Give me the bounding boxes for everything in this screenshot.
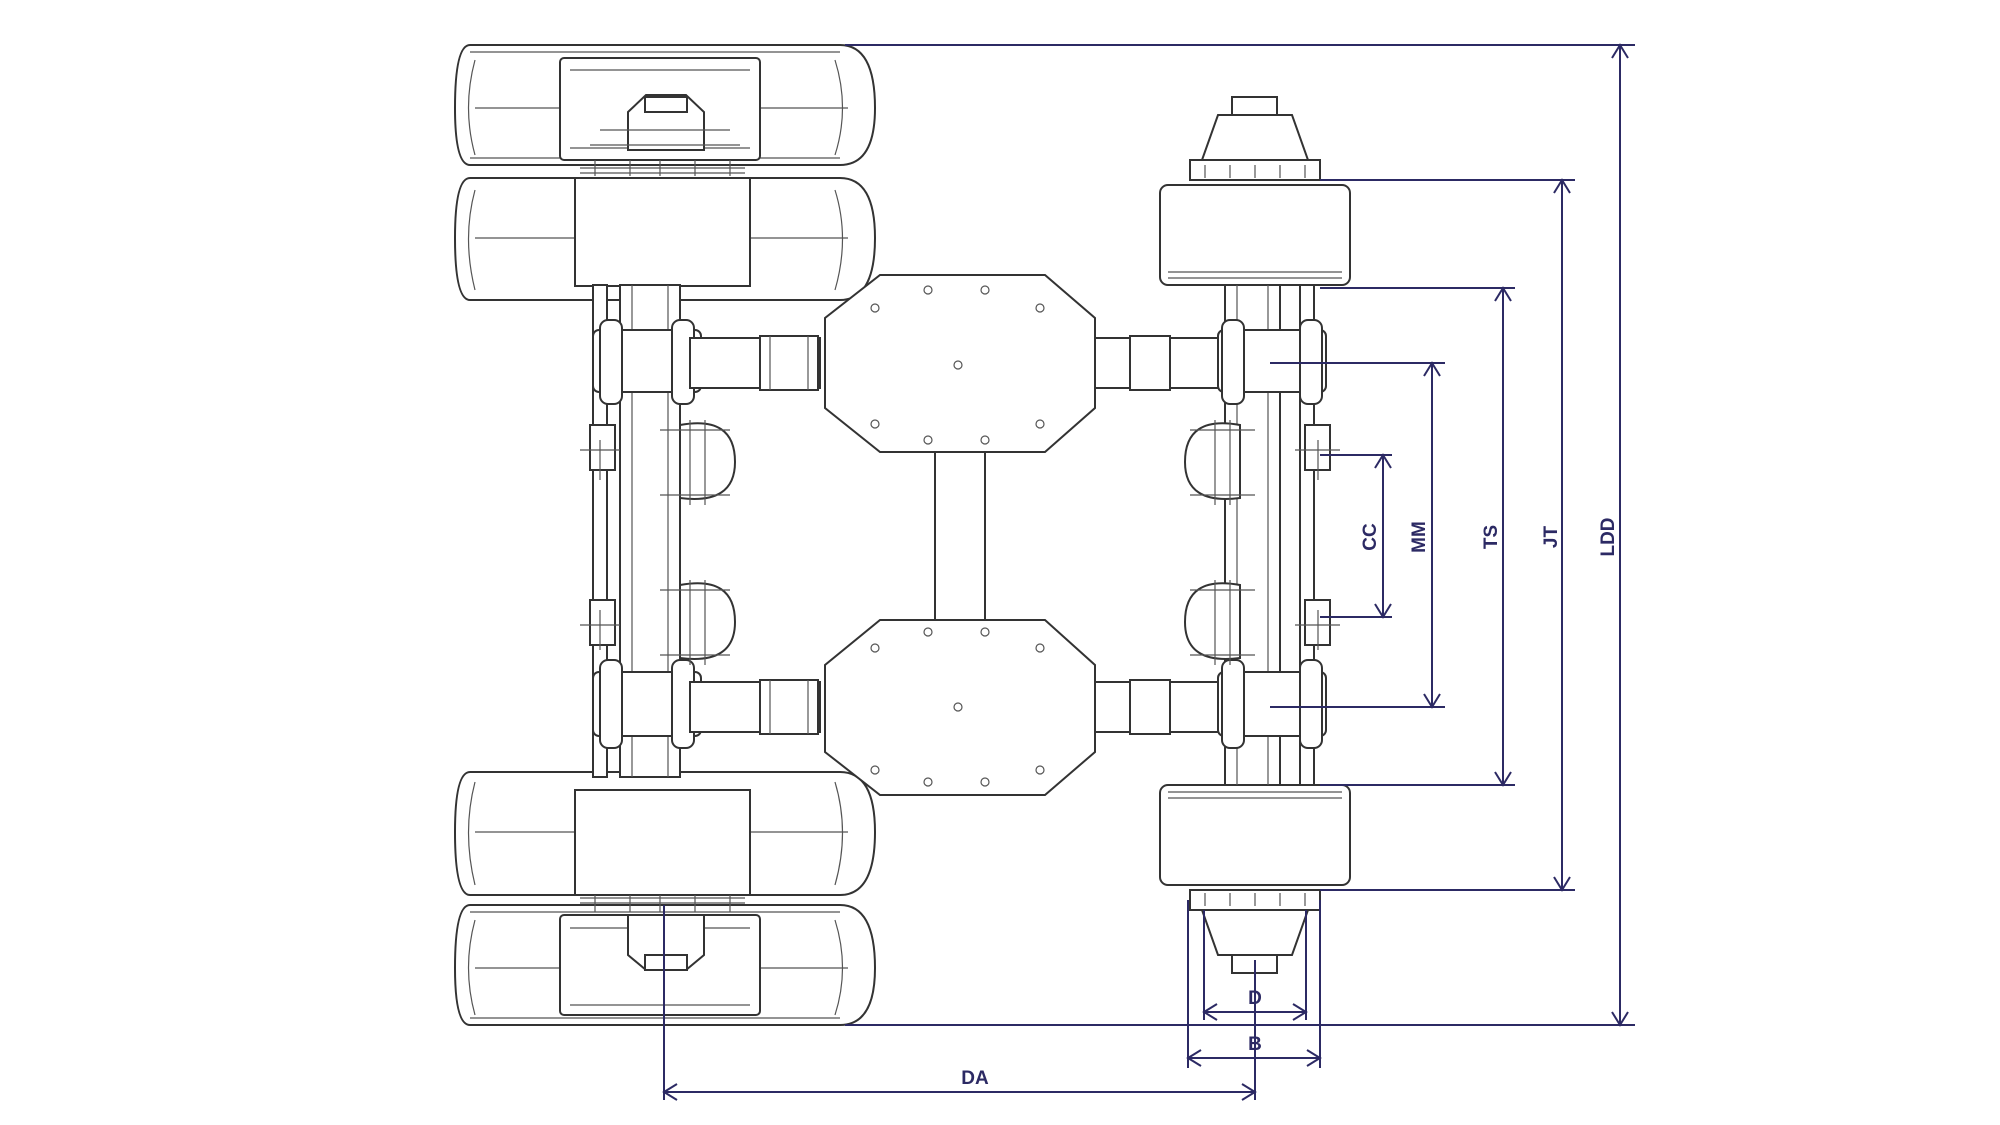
left-axle-assembly — [453, 44, 877, 1026]
right-upper-air-spring — [1183, 420, 1340, 505]
label-mm: MM — [1409, 521, 1430, 553]
lower-frame-plate — [824, 619, 1096, 796]
upper-frame-plate — [824, 274, 1096, 453]
left-upper-hanger — [592, 319, 821, 405]
label-d: D — [1248, 988, 1262, 1009]
label-b: B — [1248, 1034, 1262, 1055]
label-ldd: LDD — [1598, 517, 1619, 556]
left-lower-air-spring — [580, 580, 737, 665]
left-upper-air-spring — [580, 420, 737, 505]
frame-connector — [934, 451, 986, 621]
dimension-lines — [662, 43, 1635, 1101]
right-lower-air-spring — [1183, 580, 1340, 665]
label-cc: CC — [1360, 523, 1381, 551]
right-bottom-hub — [1159, 784, 1351, 974]
central-frame — [824, 274, 1226, 796]
right-lower-hanger — [1217, 659, 1327, 749]
label-da: DA — [961, 1068, 989, 1089]
label-ts: TS — [1481, 525, 1502, 549]
right-top-hub — [1159, 96, 1351, 286]
left-lower-hanger — [592, 659, 821, 749]
right-upper-hanger — [1217, 319, 1327, 405]
label-jt: JT — [1541, 526, 1562, 549]
left-top-dual-wheel — [453, 44, 877, 301]
right-axle-assembly — [1159, 96, 1351, 974]
